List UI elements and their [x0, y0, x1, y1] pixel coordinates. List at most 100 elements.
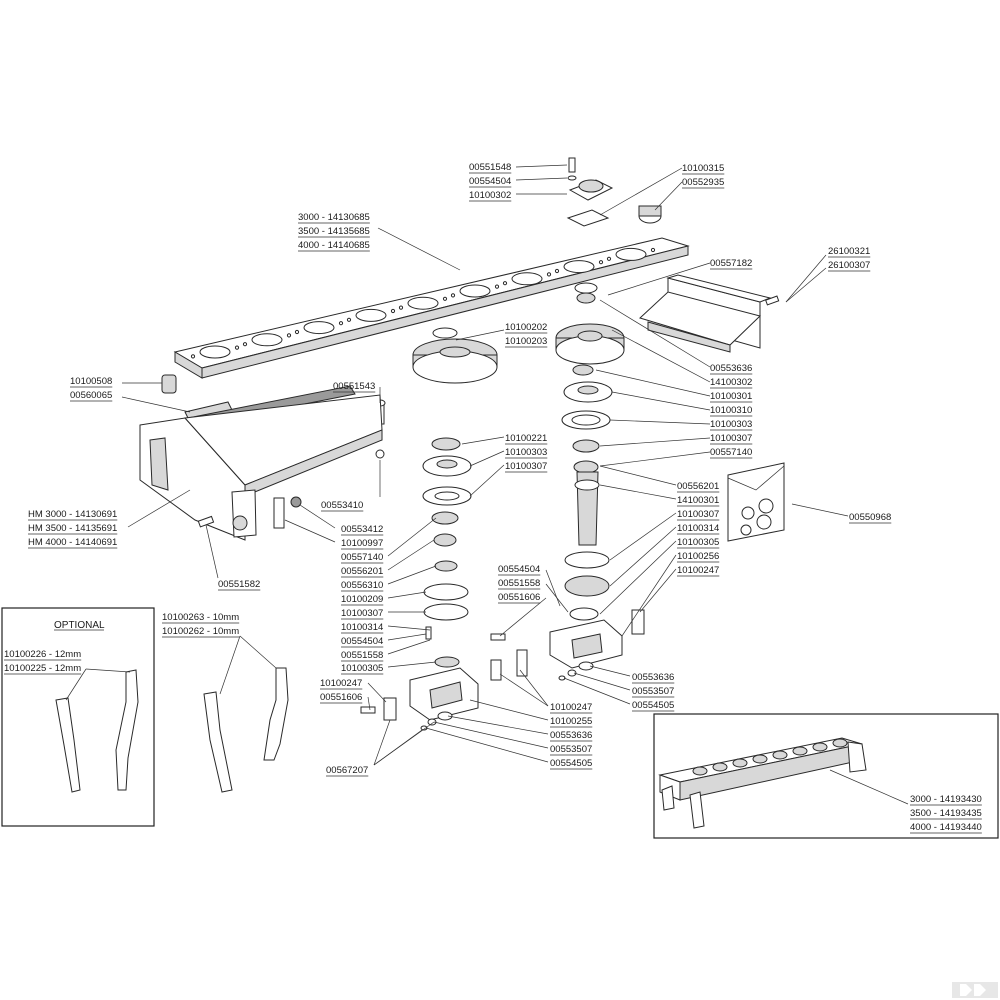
gear-left [412, 327, 498, 384]
label-frame-3500: 3500 - 14193435 [910, 808, 982, 819]
beam-bearing-hole [199, 345, 231, 359]
bottom-housing-right [490, 609, 645, 681]
right-drive-stack [561, 364, 613, 621]
label-00551558-m: 00551558 [498, 578, 540, 589]
beam-bolt-hole [442, 296, 448, 301]
label-00553636-b: 00553636 [550, 730, 592, 741]
label-00554505-m: 00554505 [632, 700, 674, 711]
label-00551548: 00551548 [469, 162, 511, 173]
label-10100508: 10100508 [70, 376, 112, 387]
label-00550968: 00550968 [849, 512, 891, 523]
beam-bolt-hole [390, 308, 396, 314]
left-frame [139, 394, 385, 541]
optional-box: OPTIONAL [1, 607, 155, 827]
beam-bolt-hole [554, 268, 560, 274]
label-10100305-r: 10100305 [677, 537, 719, 548]
beam-bearing-hole [615, 247, 647, 261]
label-26100321: 26100321 [828, 246, 870, 257]
label-00553412: 00553412 [341, 524, 383, 535]
label-10100305-c: 10100305 [341, 663, 383, 674]
beam-bolt-hole [598, 260, 604, 265]
beam-bolt-hole [606, 256, 612, 261]
frame-box [653, 713, 999, 839]
beam-bolt-hole [242, 342, 248, 347]
label-beam-3000: 3000 - 14130685 [298, 212, 370, 223]
beam-bearing-hole [355, 308, 387, 322]
label-00553507-b: 00553507 [550, 744, 592, 755]
part-labels: 00551548 00554504 10100302 10100315 0055… [4, 162, 982, 834]
label-14100302: 14100302 [710, 377, 752, 388]
seal-kit-bag [727, 462, 785, 542]
label-00560065: 00560065 [70, 390, 112, 401]
beam-bolt-hole [650, 247, 656, 253]
gear-right [555, 282, 625, 365]
label-10100315: 10100315 [682, 163, 724, 174]
label-00557182: 00557182 [710, 258, 752, 269]
label-10100307-r1: 10100307 [710, 433, 752, 444]
label-10100247-l: 10100247 [320, 678, 362, 689]
label-00551606-l: 00551606 [320, 692, 362, 703]
label-00552935: 00552935 [682, 177, 724, 188]
label-10100303-c: 10100303 [505, 447, 547, 458]
beam-bearing-hole [459, 284, 491, 298]
label-00556201-c: 00556201 [341, 566, 383, 577]
knives-10mm [203, 635, 289, 793]
label-10100307-r2: 10100307 [677, 509, 719, 520]
leader-lines [121, 164, 909, 805]
beam-bolt-hole [338, 321, 344, 326]
label-14100301: 14100301 [677, 495, 719, 506]
label-00556310: 00556310 [341, 580, 383, 591]
label-10100203: 10100203 [505, 336, 547, 347]
beam-bearing-hole [251, 333, 283, 347]
beam-bolt-hole [494, 284, 500, 289]
frame-gearbox-head [752, 754, 768, 764]
frame-gearbox-head [692, 766, 708, 776]
frame-gearbox-head [732, 758, 748, 768]
optional-title: OPTIONAL [54, 620, 105, 631]
label-00554504: 00554504 [469, 176, 511, 187]
frame-gearbox-head [792, 746, 808, 756]
label-10100303-r: 10100303 [710, 419, 752, 430]
beam-bearing-hole [563, 260, 595, 274]
center-drive-stack [422, 437, 472, 668]
label-beam-4000: 4000 - 14140685 [298, 240, 370, 251]
beam-bolt-hole [234, 345, 240, 350]
side-guard [639, 274, 780, 353]
beam-bolt-hole [286, 333, 292, 338]
label-00551558-c: 00551558 [341, 650, 383, 661]
label-10100255: 10100255 [550, 716, 592, 727]
label-00551543: 00551543 [333, 381, 375, 392]
label-00554504-c: 00554504 [341, 636, 383, 647]
label-10100247-b: 10100247 [550, 702, 592, 713]
label-10100221: 10100221 [505, 433, 547, 444]
beam-bolt-hole [450, 293, 456, 298]
label-00557140-c: 00557140 [341, 552, 383, 563]
frame-gearbox-head [772, 750, 788, 760]
label-00551582: 00551582 [218, 579, 260, 590]
label-10100301: 10100301 [710, 391, 752, 402]
gearbox-cover [566, 157, 662, 227]
frame-gearbox-head [712, 762, 728, 772]
label-hm-4000: HM 4000 - 14140691 [28, 537, 117, 548]
brand-logo [952, 982, 998, 998]
label-00556201-r: 00556201 [677, 481, 719, 492]
label-00554504-m: 00554504 [498, 564, 540, 575]
label-frame-4000: 4000 - 14193440 [910, 822, 982, 833]
label-00553507-m: 00553507 [632, 686, 674, 697]
label-00553636-r: 00553636 [710, 363, 752, 374]
label-10100247-r: 10100247 [677, 565, 719, 576]
label-10100262: 10100262 - 10mm [162, 626, 239, 637]
label-10100256: 10100256 [677, 551, 719, 562]
bottom-housing-left [360, 667, 479, 731]
label-frame-3000: 3000 - 14193430 [910, 794, 982, 805]
frame-gearbox-head [832, 738, 848, 748]
label-10100209: 10100209 [341, 594, 383, 605]
label-00551606-m: 00551606 [498, 592, 540, 603]
beam-bolt-hole [346, 317, 352, 322]
frame-gearbox-head [812, 742, 828, 752]
beam-bolt-hole [546, 272, 552, 277]
label-10100225: 10100225 - 12mm [4, 663, 81, 674]
beam-bolt-hole [190, 354, 196, 359]
label-00557140-r: 00557140 [710, 447, 752, 458]
